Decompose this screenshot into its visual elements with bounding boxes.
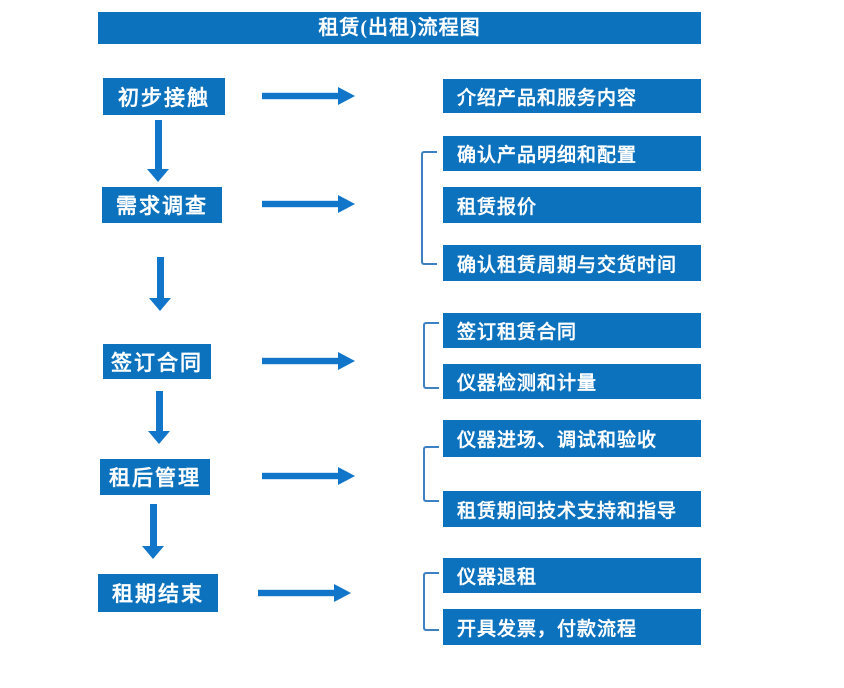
detail-box-instrument-testing-calibration: 仪器检测和计量 [443,364,701,399]
detail-box-instrument-return: 仪器退租 [443,558,701,593]
arrow-right-icon [262,467,355,485]
bracket-connector [423,572,439,631]
arrow-down-icon [147,120,169,182]
bracket-connector [423,322,439,389]
detail-box-confirm-rental-period-delivery: 确认租赁周期与交货时间 [443,245,701,281]
detail-box-technical-support-guidance: 租赁期间技术支持和指导 [443,491,701,527]
bracket-connector [421,151,437,265]
detail-box-rental-quote: 租赁报价 [443,187,701,223]
flowchart-title: 租赁(出租)流程图 [98,12,701,44]
stage-box-initial-contact: 初步接触 [103,78,225,115]
arrow-down-icon [148,391,170,444]
detail-box-introduce-products-services: 介绍产品和服务内容 [443,79,701,113]
detail-box-instrument-entry-commissioning: 仪器进场、调试和验收 [443,420,701,457]
stage-box-sign-contract: 签订合同 [103,344,211,379]
detail-box-sign-rental-contract: 签订租赁合同 [443,313,701,348]
arrow-right-icon [258,584,351,602]
bracket-connector [423,446,439,502]
stage-box-post-rental-management: 租后管理 [100,459,210,495]
detail-box-invoice-payment-process: 开具发票，付款流程 [443,609,701,645]
arrow-right-icon [262,352,355,370]
arrow-down-icon [149,257,171,311]
detail-box-confirm-product-config: 确认产品明细和配置 [443,136,701,171]
arrow-right-icon [262,195,355,213]
stage-box-rental-end: 租期结束 [98,574,218,612]
stage-box-demand-survey: 需求调查 [102,187,222,223]
arrow-down-icon [142,504,164,559]
arrow-right-icon [262,87,355,105]
